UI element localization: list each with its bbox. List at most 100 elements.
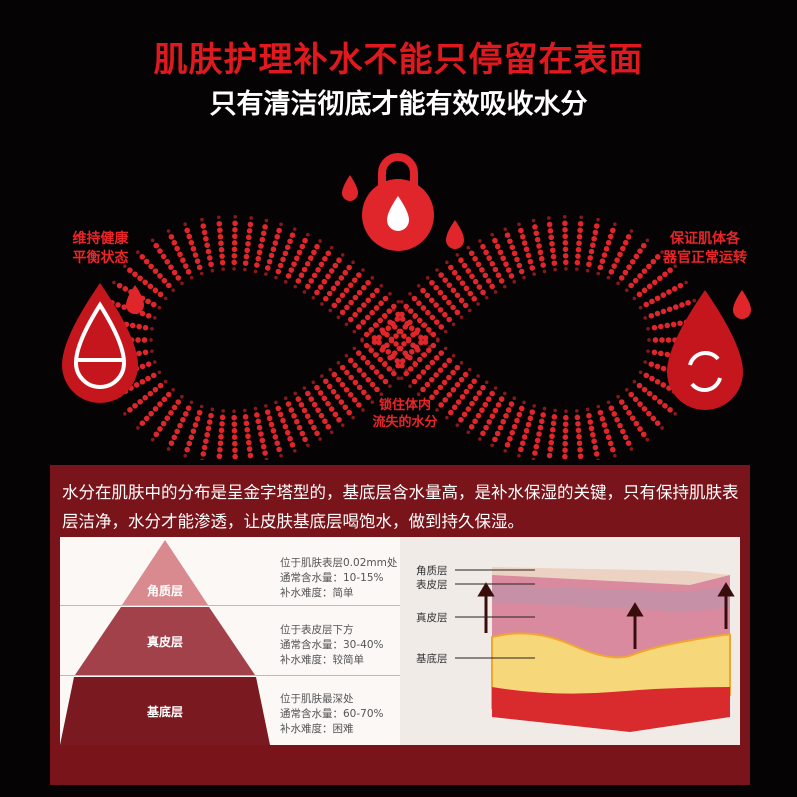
infinity-dot — [646, 390, 653, 397]
infinity-dot — [628, 282, 634, 289]
infinity-dot — [492, 436, 498, 443]
infinity-dot — [258, 243, 264, 249]
infinity-dot — [613, 222, 617, 227]
infinity-dot — [256, 424, 263, 431]
infinity-dot — [420, 369, 427, 375]
infinity-dot — [161, 277, 168, 284]
infinity-dot — [280, 256, 286, 263]
infinity-dot — [505, 267, 512, 273]
infinity-dot — [378, 373, 384, 380]
infinity-dot — [231, 246, 238, 253]
infinity-dot — [152, 360, 157, 364]
infinity-dot — [437, 367, 444, 373]
infinity-dot — [137, 398, 143, 405]
infinity-dot — [562, 227, 568, 233]
infinity-dot — [317, 284, 324, 290]
infinity-dot — [183, 453, 187, 458]
infinity-dot — [150, 238, 155, 243]
infinity-dot — [254, 262, 260, 268]
infinity-dot — [203, 236, 209, 242]
infinity-dot — [182, 263, 189, 269]
infinity-dot — [364, 314, 371, 321]
infinity-dot — [142, 279, 149, 286]
infinity-dot — [307, 255, 314, 261]
infinity-dot — [592, 444, 599, 451]
infinity-dot — [184, 227, 190, 234]
infinity-dot — [407, 308, 414, 314]
infinity-dot — [232, 227, 238, 233]
info-line: 补水难度：困难 — [280, 723, 354, 735]
infinity-dot — [219, 421, 225, 427]
infinity-dot — [450, 304, 456, 311]
infinity-dot — [314, 243, 320, 250]
infinity-dot — [116, 282, 123, 289]
infinity-dot — [577, 227, 583, 234]
infinity-dot — [454, 364, 461, 371]
infinity-dot — [314, 430, 320, 437]
infinity-dot — [123, 412, 127, 416]
infinity-dot — [277, 262, 284, 269]
infinity-dot — [264, 457, 269, 460]
infinity-dot — [522, 275, 526, 280]
infinity-dot — [377, 317, 384, 324]
infinity-dot — [136, 323, 142, 330]
infinity-dot — [186, 233, 193, 240]
infinity-dot — [356, 289, 363, 296]
infinity-dot — [145, 298, 151, 305]
infinity-dot — [363, 342, 370, 349]
infinity-dot — [216, 215, 221, 220]
infinity-dot — [336, 257, 342, 264]
infinity-dot — [590, 242, 596, 248]
infinity-dot — [404, 320, 411, 327]
infinity-dot — [306, 443, 310, 448]
infinity-dot — [525, 252, 532, 259]
infinity-dot — [208, 261, 214, 268]
infinity-dot — [575, 409, 579, 413]
infinity-dot — [532, 450, 538, 456]
infinity-dot — [575, 246, 582, 253]
infinity-dot — [288, 267, 295, 273]
infinity-dot — [533, 443, 540, 450]
infinity-dot — [468, 423, 475, 430]
infinity-dot — [407, 366, 414, 372]
infinity-dot — [590, 432, 596, 438]
infinity-dot — [386, 366, 393, 372]
infinity-dot — [618, 275, 625, 281]
infinity-dot — [331, 302, 338, 309]
infinity-dot — [466, 245, 471, 250]
infinity-dot — [299, 243, 306, 250]
infinity-dot — [355, 324, 362, 330]
infinity-dot — [522, 400, 526, 405]
infinity-dot — [638, 370, 643, 375]
infinity-dot — [260, 443, 267, 450]
infinity-dot — [315, 407, 321, 413]
infinity-dot — [497, 424, 504, 431]
infinity-dot — [379, 392, 384, 397]
infinity-dot — [523, 427, 530, 434]
infinity-dot — [500, 255, 507, 262]
infinity-dot — [577, 446, 583, 453]
infinity-dot — [328, 367, 333, 372]
infinity-dot — [163, 296, 168, 301]
infinity-dot — [546, 452, 553, 459]
infinity-dot — [659, 337, 665, 343]
caption-line: 保证肌体各 — [670, 231, 740, 247]
infinity-dot — [529, 265, 536, 271]
infinity-dot — [302, 436, 308, 443]
layer-info: 位于肌肤最深处 通常含水量：60-70% 补水难度：困难 — [280, 692, 384, 737]
infinity-dot — [314, 289, 320, 296]
infinity-dot — [657, 275, 663, 282]
infinity-dot — [171, 404, 178, 411]
infinity-dot — [293, 255, 300, 262]
infinity-dot — [484, 295, 489, 300]
infinity-dot — [429, 279, 435, 286]
infinity-dot — [461, 411, 468, 418]
infinity-dot — [562, 240, 569, 246]
infinity-dot — [451, 269, 458, 276]
infinity-dot — [562, 427, 569, 434]
infinity-dot — [576, 240, 582, 247]
infinity-dot — [292, 227, 297, 231]
infinity-dot — [637, 401, 643, 407]
infinity-dot — [654, 295, 661, 302]
infinity-dot — [614, 257, 620, 263]
